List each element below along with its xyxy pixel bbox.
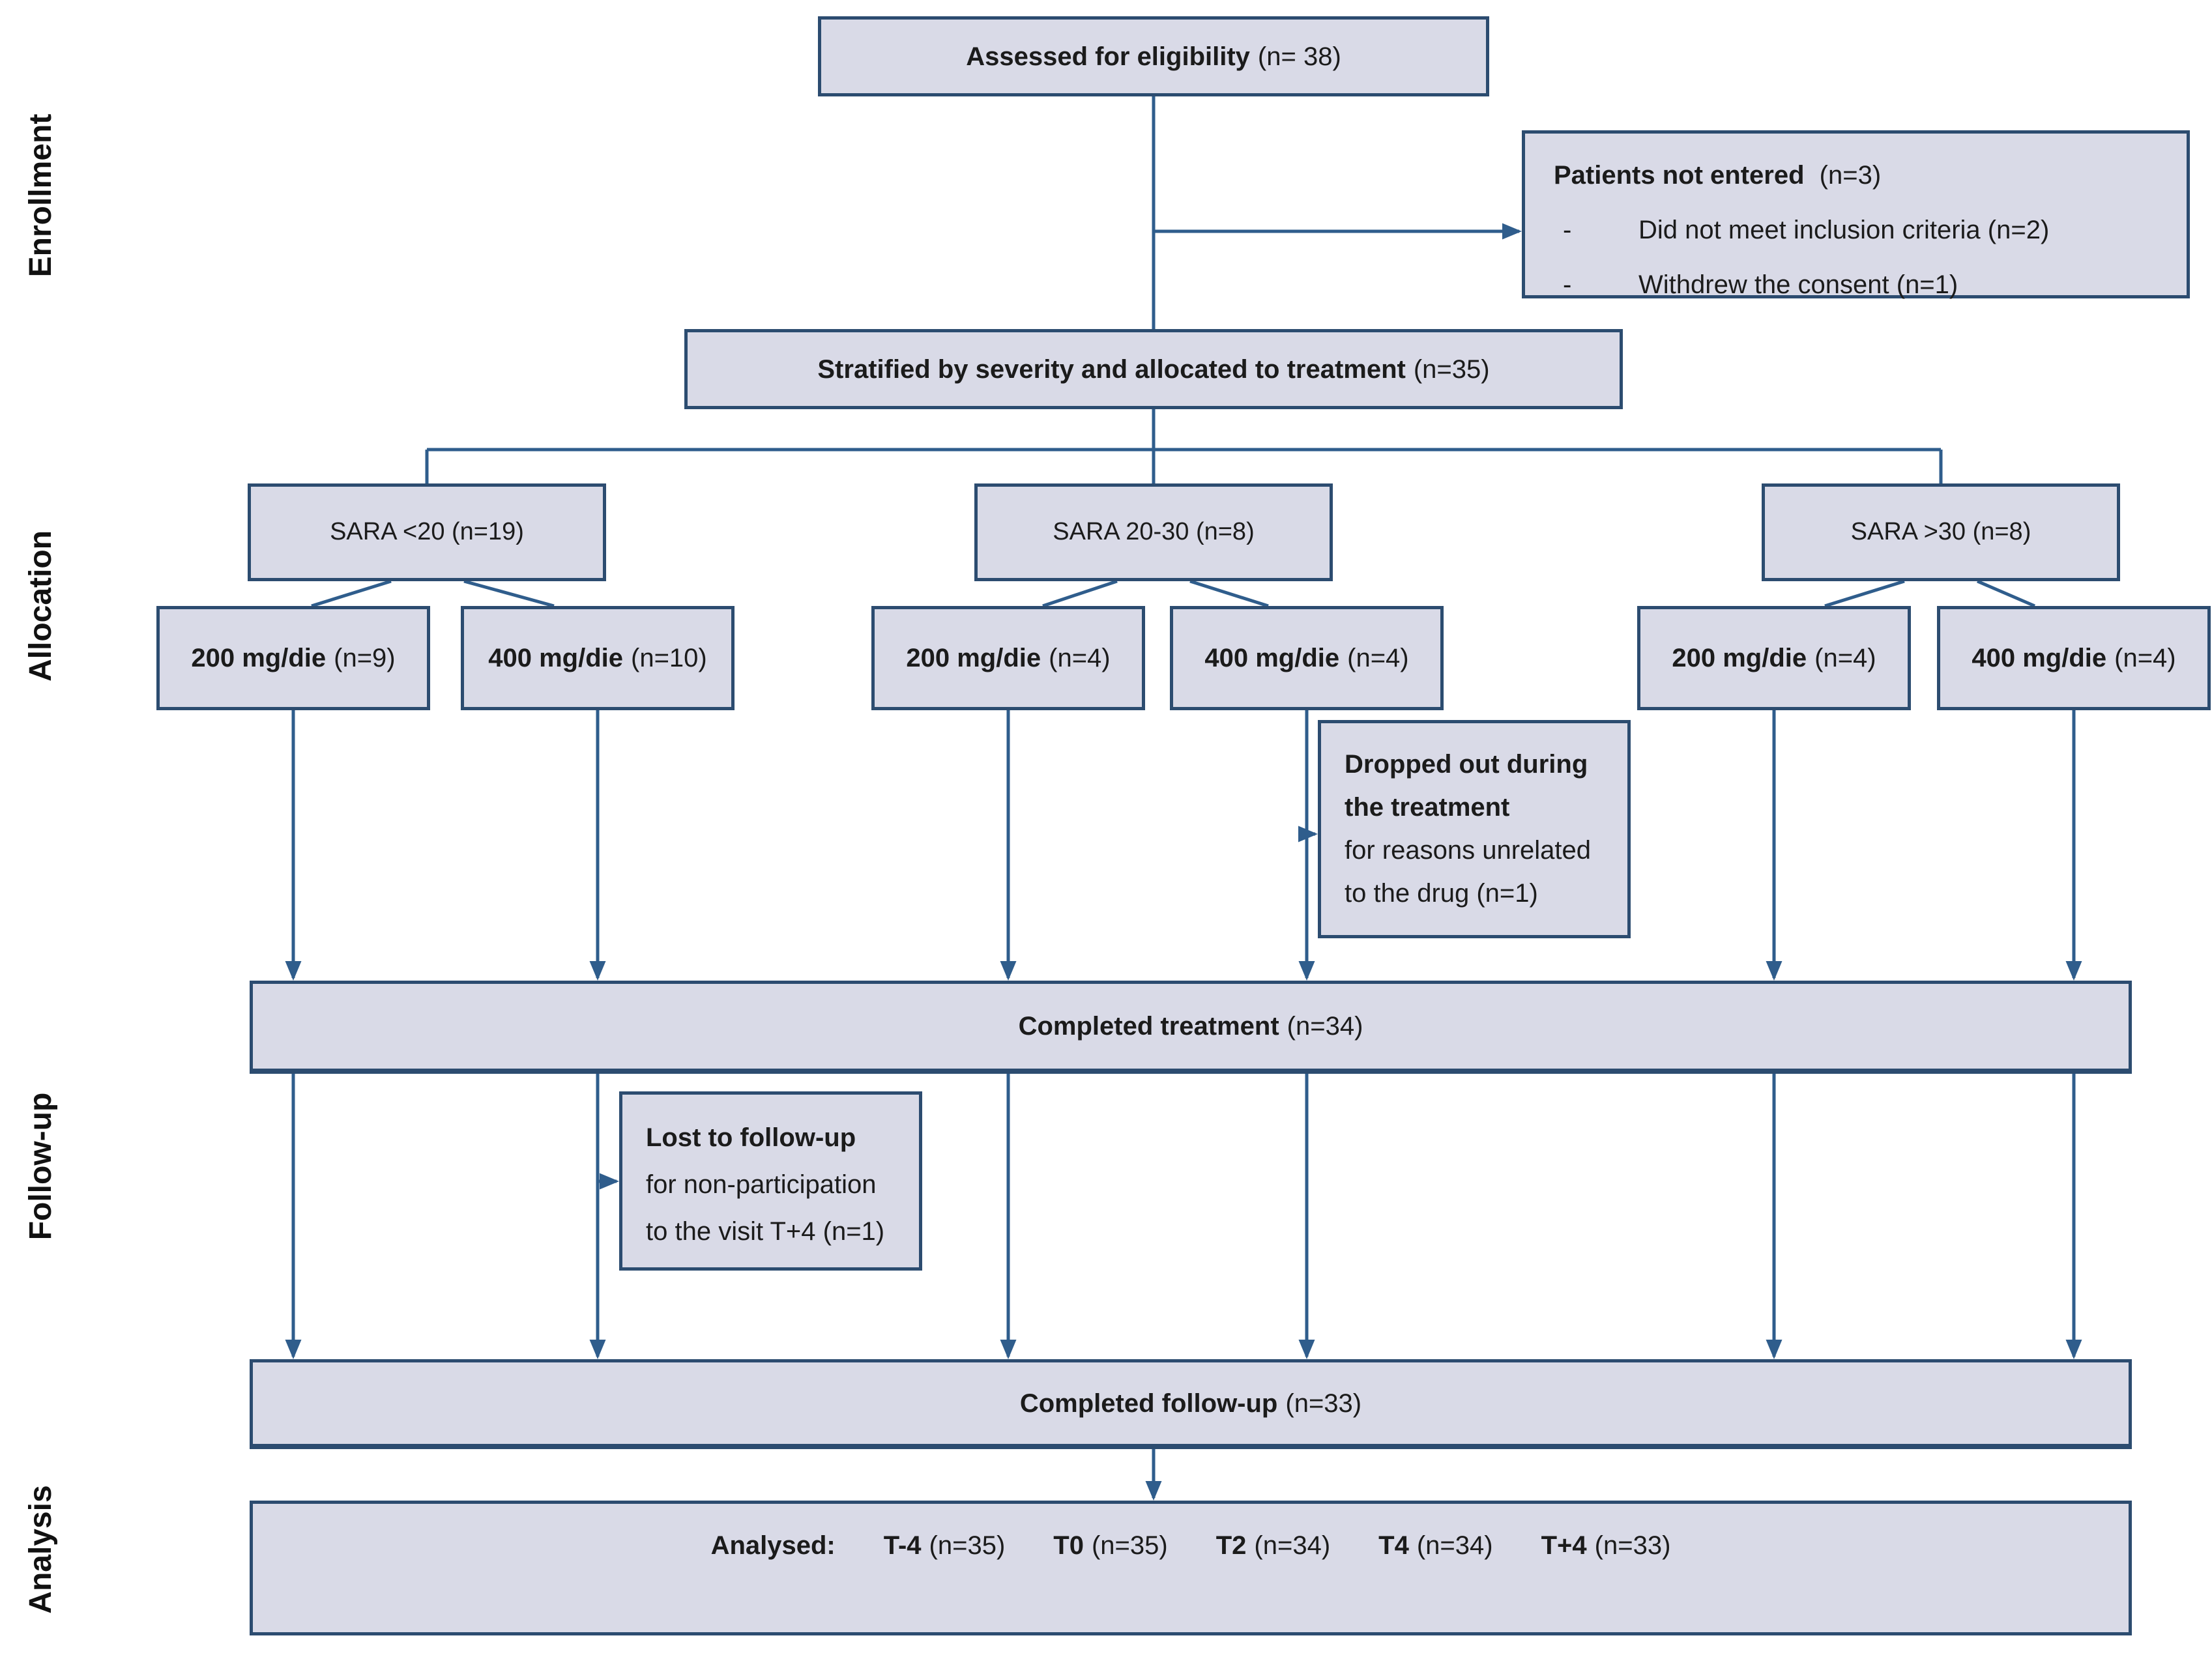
dropped-out-box: Dropped out during the treatment for rea… <box>1318 720 1631 938</box>
analysed-item-3: T2(n=34) <box>1215 1531 1331 1560</box>
stratified-label: Stratified by severity and allocated to … <box>817 354 1406 384</box>
analysed-bar: Analysed: T-4(n=35) T0(n=35) T2(n=34) T4(n=3… <box>250 1501 2132 1635</box>
phase-label-analysis: Analysis <box>23 1485 58 1614</box>
patients-not-entered-box: Patients not entered (n=3) - Did not mee… <box>1522 130 2190 300</box>
assessed-eligibility-box: Assessed for eligibility (n= 38) <box>818 16 1489 96</box>
lost-to-follow-up-box: Lost to follow-up for non-participation … <box>619 1091 922 1271</box>
dose-box-3: 200 mg/die(n=4) <box>871 606 1145 710</box>
assessed-n: (n= 38) <box>1257 42 1341 71</box>
analysed-item-4: T4(n=34) <box>1378 1531 1493 1560</box>
not-entered-title: Patients not entered (n=3) <box>1554 161 1882 190</box>
bullet-dash: - <box>1563 216 1572 244</box>
stratified-n: (n=35) <box>1413 354 1490 384</box>
bullet-dash: - <box>1563 270 1572 299</box>
dose-box-6: 400 mg/die(n=4) <box>1937 606 2211 710</box>
phase-label-follow-up: Follow-up <box>23 1092 58 1241</box>
analysed-item-5: T+4(n=33) <box>1541 1531 1671 1560</box>
stratified-box: Stratified by severity and allocated to … <box>684 329 1623 409</box>
completed-treatment-bar: Completed treatment (n=34) <box>250 981 2132 1074</box>
sara-lt20-box: SARA <20 (n=19) <box>248 483 606 581</box>
dose-box-1: 200 mg/die(n=9) <box>156 606 430 710</box>
completed-follow-up-bar: Completed follow-up (n=33) <box>250 1359 2132 1449</box>
dose-box-2: 400 mg/die(n=10) <box>461 606 735 710</box>
analysed-item-2: T0(n=35) <box>1053 1531 1168 1560</box>
not-entered-bullet-2: - Withdrew the consent (n=1) <box>1554 269 2163 300</box>
phase-label-allocation: Allocation <box>23 530 58 682</box>
dose-box-4: 400 mg/die(n=4) <box>1170 606 1444 710</box>
not-entered-bullet-1: - Did not meet inclusion criteria (n=2) <box>1554 214 2163 246</box>
analysed-item-1: T-4(n=35) <box>883 1531 1006 1560</box>
sara-20-30-box: SARA 20-30 (n=8) <box>974 483 1333 581</box>
phase-label-enrollment: Enrollment <box>23 113 58 278</box>
sara-gt30-box: SARA >30 (n=8) <box>1762 483 2120 581</box>
analysed-label: Analysed: <box>710 1531 836 1560</box>
dose-box-5: 200 mg/die(n=4) <box>1637 606 1911 710</box>
assessed-label: Assessed for eligibility <box>966 42 1250 71</box>
